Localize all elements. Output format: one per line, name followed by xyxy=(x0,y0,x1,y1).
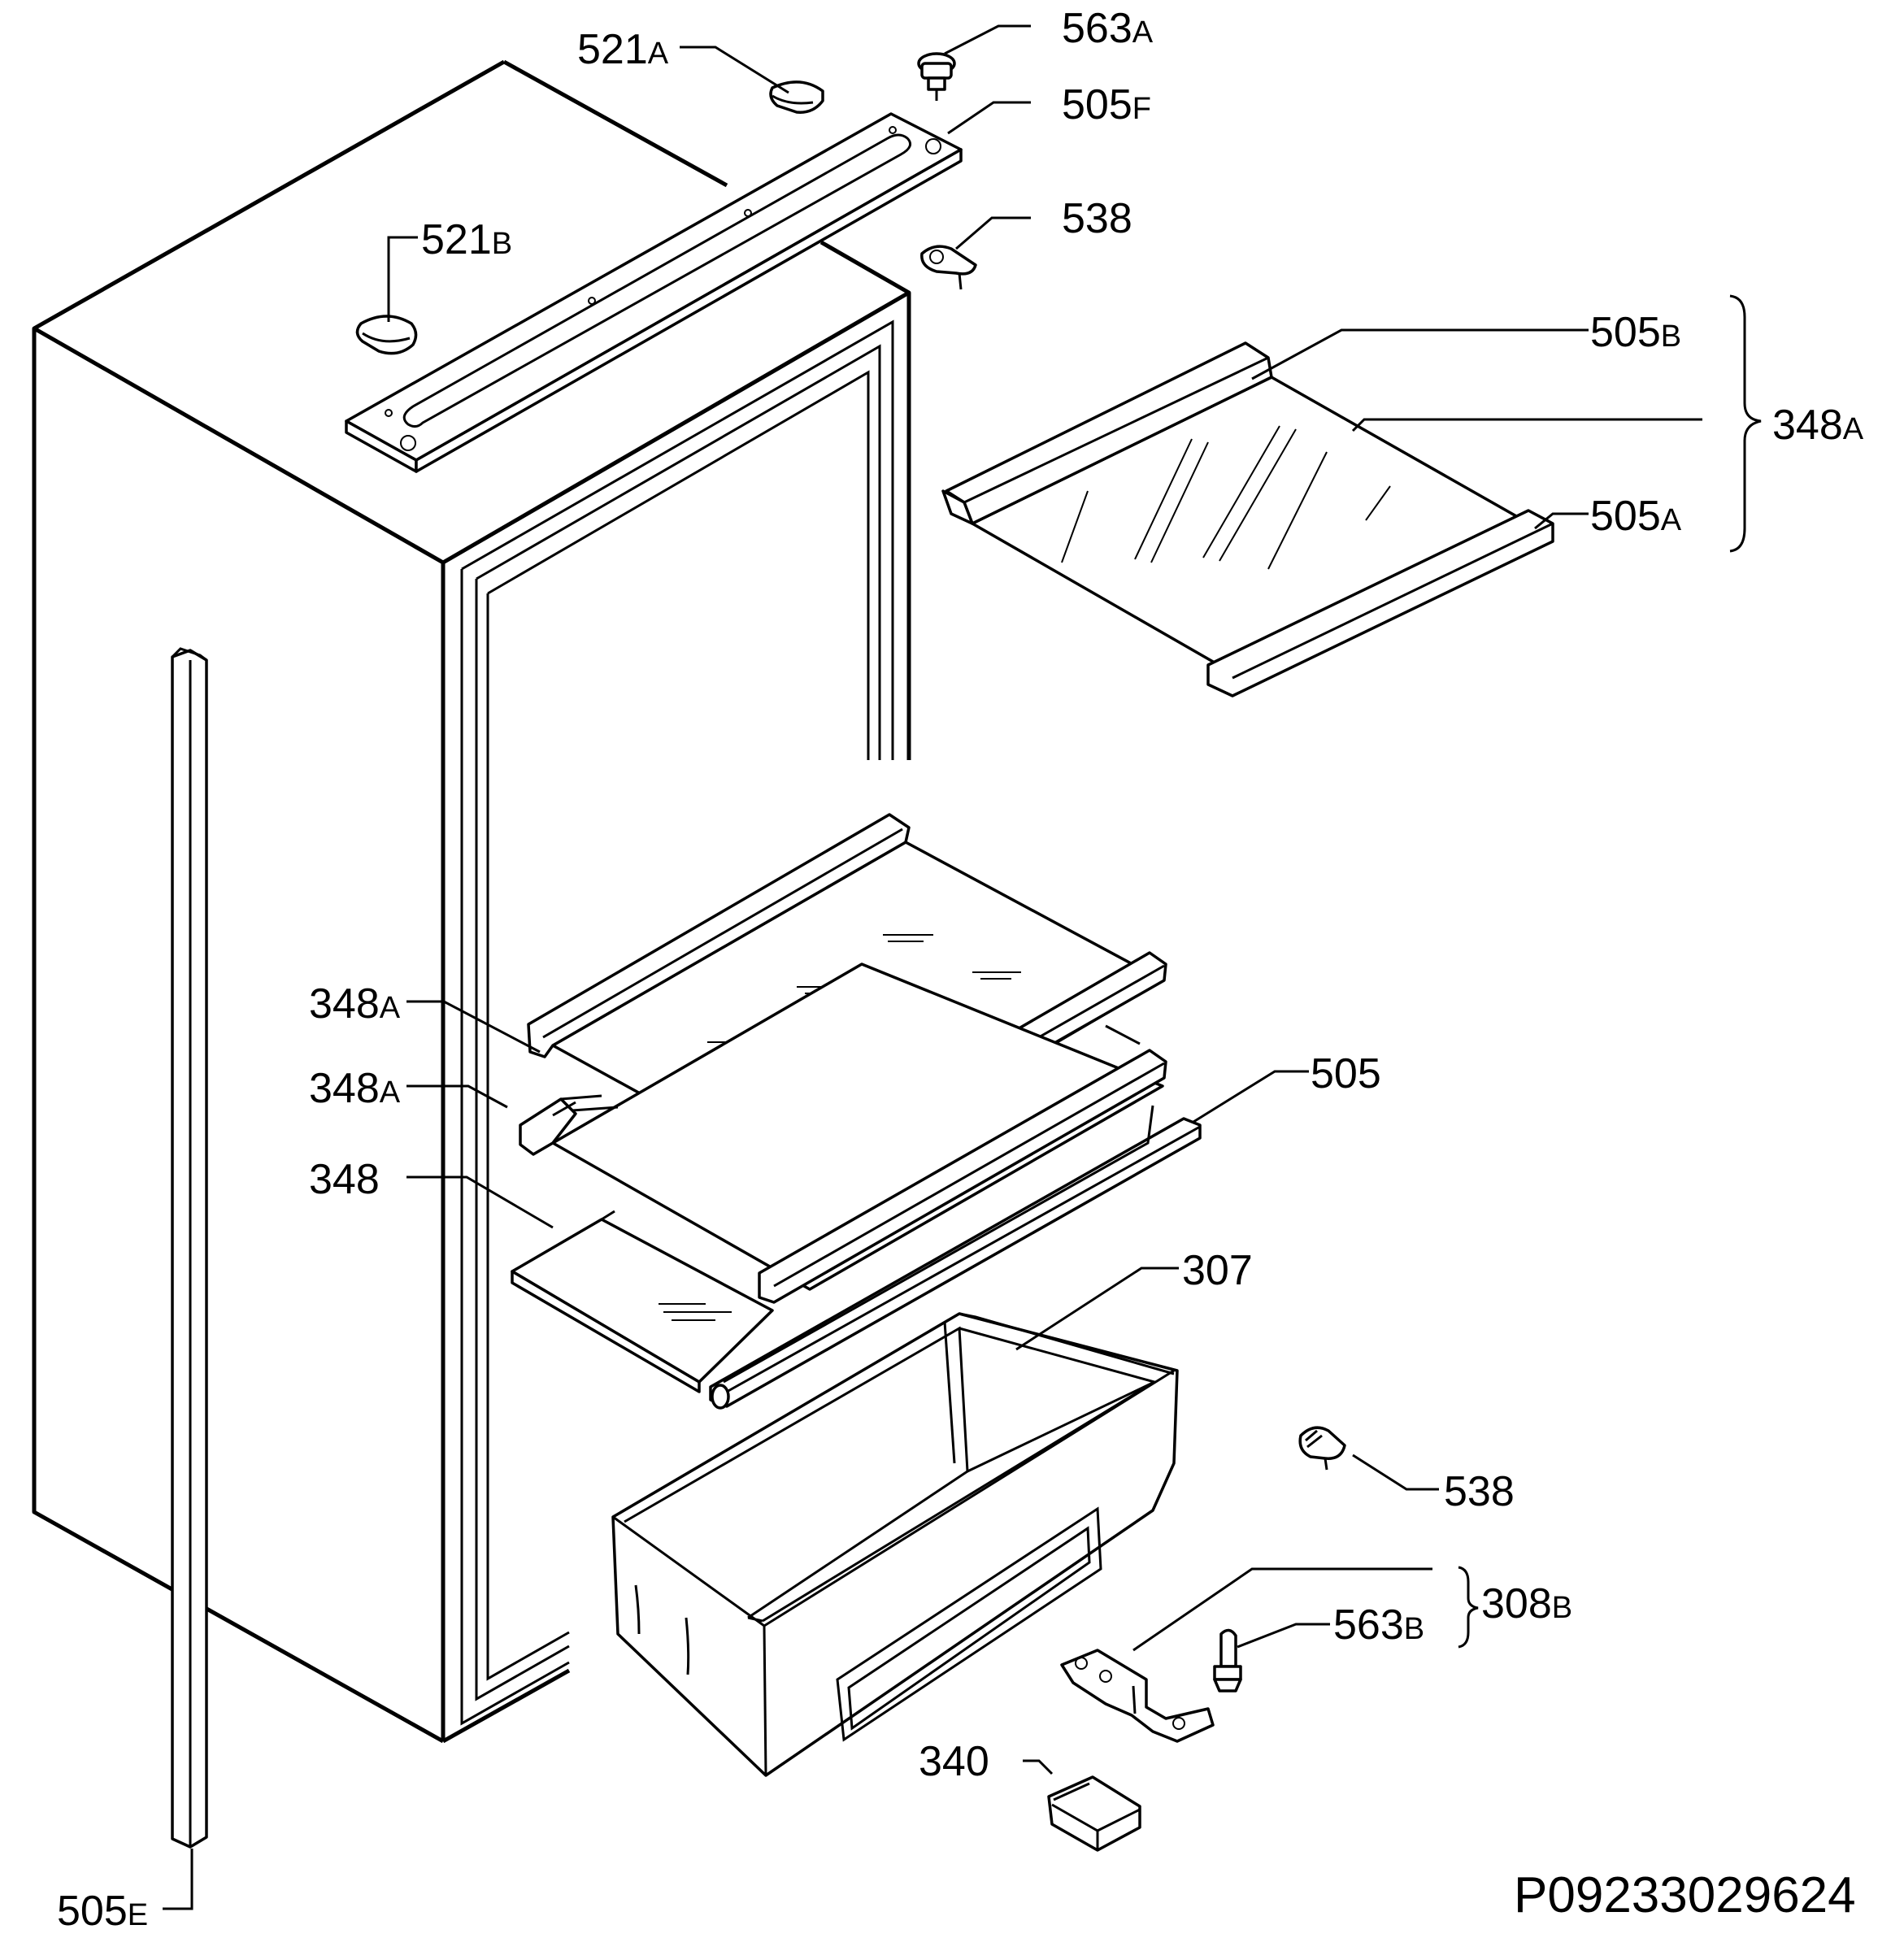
label-538-bottom: 538 xyxy=(1444,1468,1515,1515)
label-505f: 505F xyxy=(1062,81,1151,128)
label-505a: 505A xyxy=(1590,493,1682,540)
label-348a-2: 348A xyxy=(309,1065,401,1112)
top-hinge-bar xyxy=(345,112,963,473)
label-505b: 505B xyxy=(1590,309,1681,356)
label-521a: 521A xyxy=(577,26,669,73)
screw-563b xyxy=(1213,1628,1242,1692)
pin-563a xyxy=(917,52,956,101)
leader-lines xyxy=(163,24,1762,1910)
glass-shelf-2 xyxy=(519,962,1167,1304)
front-trim-505 xyxy=(709,1105,1202,1410)
label-308b: 308B xyxy=(1481,1580,1572,1627)
label-521b: 521B xyxy=(421,216,512,263)
label-563a: 563A xyxy=(1062,5,1154,52)
callout-labels: 521A 563A 505F 521B 538 505B 348A 505A 3… xyxy=(57,5,1864,1935)
label-348a-group: 348A xyxy=(1772,402,1864,449)
label-348a-1: 348A xyxy=(309,980,401,1028)
door-seal-strip xyxy=(171,647,208,1849)
label-538-top: 538 xyxy=(1062,195,1132,242)
cap-521b xyxy=(355,315,418,355)
label-505: 505 xyxy=(1311,1050,1381,1097)
label-340: 340 xyxy=(919,1738,989,1785)
crisper-drawer xyxy=(611,1312,1179,1777)
cover-340 xyxy=(1047,1775,1141,1852)
cabinet-body xyxy=(32,59,911,1744)
label-307: 307 xyxy=(1182,1247,1253,1294)
bracket-538-top xyxy=(920,245,977,290)
drawing-code: P09233029624 xyxy=(1514,1867,1856,1923)
bracket-538-bottom xyxy=(1298,1426,1346,1471)
label-505e: 505E xyxy=(57,1888,148,1935)
label-348: 348 xyxy=(309,1156,380,1203)
bottom-hinge-bracket xyxy=(1060,1649,1215,1743)
glass-shelf-3 xyxy=(511,1210,774,1393)
label-563b: 563B xyxy=(1333,1601,1424,1649)
glass-shelf-upper xyxy=(941,341,1554,697)
